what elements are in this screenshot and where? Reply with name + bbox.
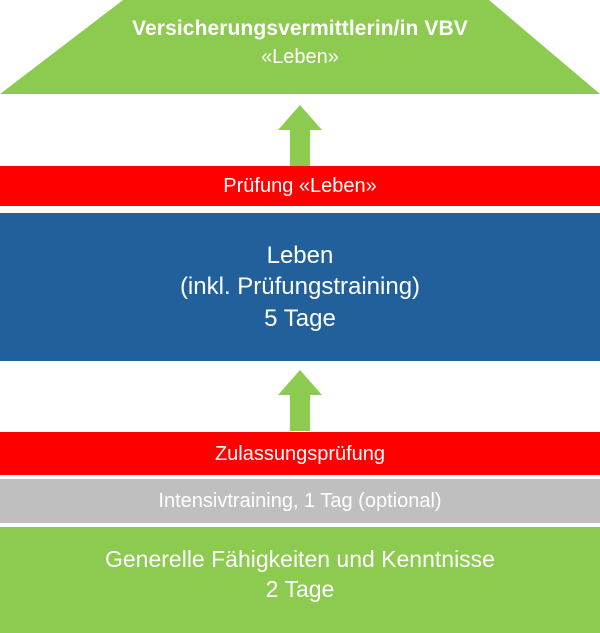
roof-label-group: Versicherungsvermittlerin/in VBV «Leben»	[0, 16, 600, 70]
step-module-leben: Leben (inkl. Prüfungstraining) 5 Tage	[0, 213, 600, 361]
step-general-skills-label-group: Generelle Fähigkeiten und Kenntnisse 2 T…	[105, 545, 495, 605]
step-admission-exam-label: Zulassungsprüfung	[214, 442, 386, 465]
step-module-leben-line-3: 5 Tage	[264, 304, 336, 332]
step-module-leben-label-group: Leben (inkl. Prüfungstraining) 5 Tage	[180, 240, 420, 334]
step-exam-leben-label: Prüfung «Leben»	[223, 175, 377, 197]
step-general-skills: Generelle Fähigkeiten und Kenntnisse 2 T…	[0, 527, 600, 633]
step-general-skills-line-2: 2 Tage	[265, 575, 335, 602]
step-admission-exam: Zulassungsprüfung	[0, 432, 600, 475]
qualification-roof: Versicherungsvermittlerin/in VBV «Leben»	[0, 0, 600, 94]
roof-subtitle: «Leben»	[261, 45, 339, 68]
step-exam-leben: Prüfung «Leben»	[0, 166, 600, 206]
step-intensive-training: Intensivtraining, 1 Tag (optional)	[0, 479, 600, 523]
step-general-skills-line-1: Generelle Fähigkeiten und Kenntnisse	[105, 546, 495, 572]
step-intensive-training-label: Intensivtraining, 1 Tag (optional)	[158, 490, 442, 512]
step-module-leben-line-2: (inkl. Prüfungstraining)	[179, 273, 421, 301]
step-module-leben-line-1: Leben	[266, 242, 334, 270]
arrow-up-icon-to-leben-module	[278, 370, 322, 431]
roof-title: Versicherungsvermittlerin/in VBV	[132, 17, 468, 40]
arrow-up-icon-to-qualification	[278, 105, 322, 166]
